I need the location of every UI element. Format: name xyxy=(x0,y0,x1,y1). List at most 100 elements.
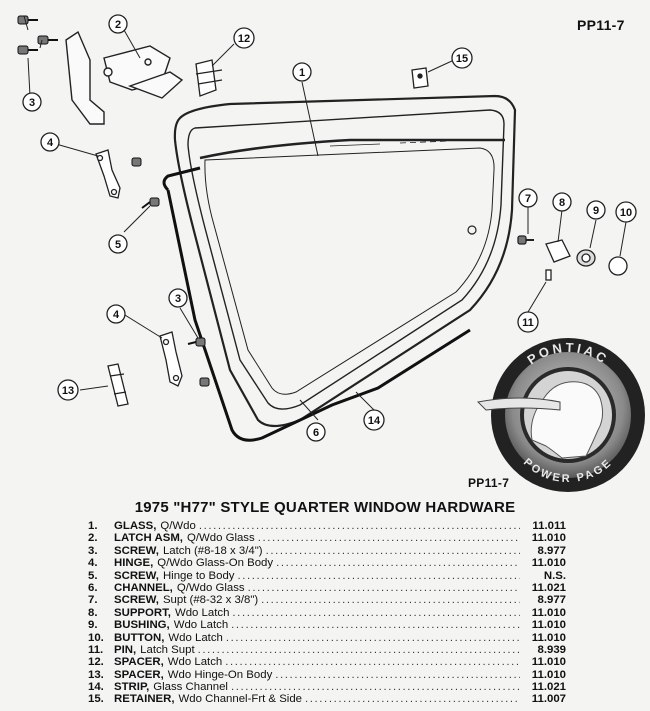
svg-text:2: 2 xyxy=(115,19,121,31)
svg-text:11: 11 xyxy=(522,317,534,329)
callout-2: 2 xyxy=(108,14,128,34)
part-row: 13.SPACER,Wdo Hinge-On Body11.010 xyxy=(88,669,566,681)
svg-text:6: 6 xyxy=(313,427,319,439)
part-number: 13. xyxy=(88,668,104,681)
leader-dots xyxy=(255,532,520,544)
part-name: SCREW, xyxy=(114,569,159,582)
callout-7: 7 xyxy=(518,188,538,208)
parts-list: 1.GLASS,Q/Wdo11.011 2.LATCH ASM,Q/Wdo Gl… xyxy=(88,520,566,706)
svg-text:7: 7 xyxy=(525,193,531,205)
part-number: 14. xyxy=(88,681,104,694)
part-name: BUTTON, xyxy=(114,631,165,644)
glass-channel-strip xyxy=(162,166,471,442)
part-description: Wdo Latch xyxy=(167,656,223,669)
svg-text:3: 3 xyxy=(175,293,181,305)
hinge-upper xyxy=(95,149,121,199)
leader-lines xyxy=(23,15,627,421)
part-number: 5. xyxy=(88,569,98,582)
leader-dots xyxy=(235,570,521,582)
leader-dots xyxy=(222,656,520,668)
part-row: 6. CHANNEL,Q/Wdo Glass 11.021 xyxy=(88,582,566,594)
leader-dots xyxy=(272,669,520,681)
part-description: Wdo Channel-Frt & Side xyxy=(178,693,302,706)
part-name: PIN, xyxy=(114,643,137,656)
part-description: Q/Wdo Glass-On Body xyxy=(157,557,274,570)
part-name: HINGE, xyxy=(114,557,154,570)
part-name: BUSHING, xyxy=(114,619,170,632)
callout-9: 9 xyxy=(586,200,606,220)
part-row: 12.SPACER,Wdo Latch11.010 xyxy=(88,656,566,668)
callout-15: 15 xyxy=(451,47,473,69)
latch-spacer xyxy=(195,59,223,97)
svg-text:5: 5 xyxy=(115,239,121,251)
part-description: Q/Wdo Glass xyxy=(176,581,245,594)
callout-1: 1 xyxy=(292,62,312,82)
part-description: Wdo Latch xyxy=(168,631,223,644)
latch-hardware-right xyxy=(517,235,628,281)
exploded-parts-diagram: 1 2 3 3 4 4 5 6 7 8 9 10 11 12 13 14 15 xyxy=(17,14,645,492)
part-code: 11.010 xyxy=(531,606,566,619)
callout-8: 8 xyxy=(552,192,572,212)
hinge-screws xyxy=(131,157,210,387)
part-number: 6. xyxy=(88,581,98,594)
part-code: 8.939 xyxy=(537,643,566,656)
part-number: 8. xyxy=(88,606,98,619)
callout-13: 13 xyxy=(57,379,79,401)
leader-dots xyxy=(263,545,520,557)
callout-10: 10 xyxy=(615,201,637,223)
leader-dots xyxy=(223,632,520,644)
part-name: SCREW, xyxy=(114,544,159,557)
svg-text:13: 13 xyxy=(62,385,74,397)
part-row: 3.SCREW,Latch (#8-18 x 3/4")8.977 xyxy=(88,545,566,557)
part-code: 11.010 xyxy=(531,656,566,669)
leader-dots xyxy=(196,520,520,532)
hinge-lower xyxy=(159,331,183,387)
part-row: 11.PIN,Latch Supt8.939 xyxy=(88,644,566,656)
part-description: Latch (#8-18 x 3/4") xyxy=(162,544,263,557)
part-number: 4. xyxy=(88,557,98,570)
part-row: 8. SUPPORT,Wdo Latch 11.010 xyxy=(88,607,566,619)
part-name: LATCH ASM, xyxy=(114,532,183,545)
page-id-bottom: PP11-7 xyxy=(468,476,510,490)
svg-text:15: 15 xyxy=(456,53,468,65)
part-name: SPACER, xyxy=(114,668,164,681)
part-number: 1. xyxy=(88,520,98,532)
part-row: 5.SCREW,Hinge to BodyN.S. xyxy=(88,570,566,582)
part-code: 8.977 xyxy=(537,544,566,557)
part-description: Wdo Hinge-On Body xyxy=(167,668,273,681)
part-row: 1.GLASS,Q/Wdo11.011 xyxy=(88,520,566,532)
pontiac-power-page-badge: PONTIAC POWER PAGE xyxy=(476,338,645,492)
callout-11: 11 xyxy=(517,311,539,333)
part-name: SPACER, xyxy=(114,656,164,669)
part-description: Hinge to Body xyxy=(162,569,235,582)
part-code: 11.011 xyxy=(532,520,566,532)
callout-markers: 1 2 3 3 4 4 5 6 7 8 9 10 11 12 13 14 15 xyxy=(22,14,637,442)
part-number: 15. xyxy=(88,693,104,706)
part-row: 7.SCREW,Supt (#8-32 x 3/8")8.977 xyxy=(88,594,566,606)
wing-emblem xyxy=(476,397,561,411)
part-row: 2.LATCH ASM,Q/Wdo Glass11.010 xyxy=(88,532,566,544)
part-row: 9.BUSHING,Wdo Latch11.010 xyxy=(88,619,566,631)
svg-text:1: 1 xyxy=(299,67,305,79)
part-code: 11.007 xyxy=(531,693,566,706)
callout-3-top: 3 xyxy=(22,92,42,112)
part-name: CHANNEL, xyxy=(114,581,173,594)
svg-text:9: 9 xyxy=(593,205,599,217)
page-id-top: PP11-7 xyxy=(577,17,625,33)
leader-dots xyxy=(245,582,520,594)
callout-3-lower: 3 xyxy=(168,288,188,308)
part-description: Wdo Latch xyxy=(174,606,230,619)
part-code: 8.977 xyxy=(537,594,566,607)
callout-6: 6 xyxy=(306,422,326,442)
part-row: 4.HINGE,Q/Wdo Glass-On Body11.010 xyxy=(88,557,566,569)
latch-screws xyxy=(17,15,58,55)
part-name: SUPPORT, xyxy=(114,606,171,619)
part-code: 11.010 xyxy=(531,631,566,644)
part-code: 11.010 xyxy=(531,619,566,632)
svg-text:10: 10 xyxy=(620,207,632,219)
part-code: 11.021 xyxy=(531,581,566,594)
leader-dots xyxy=(229,607,520,619)
part-description: Supt (#8-32 x 3/8") xyxy=(162,594,259,607)
svg-text:3: 3 xyxy=(29,97,35,109)
quarter-window-glass xyxy=(173,94,517,428)
